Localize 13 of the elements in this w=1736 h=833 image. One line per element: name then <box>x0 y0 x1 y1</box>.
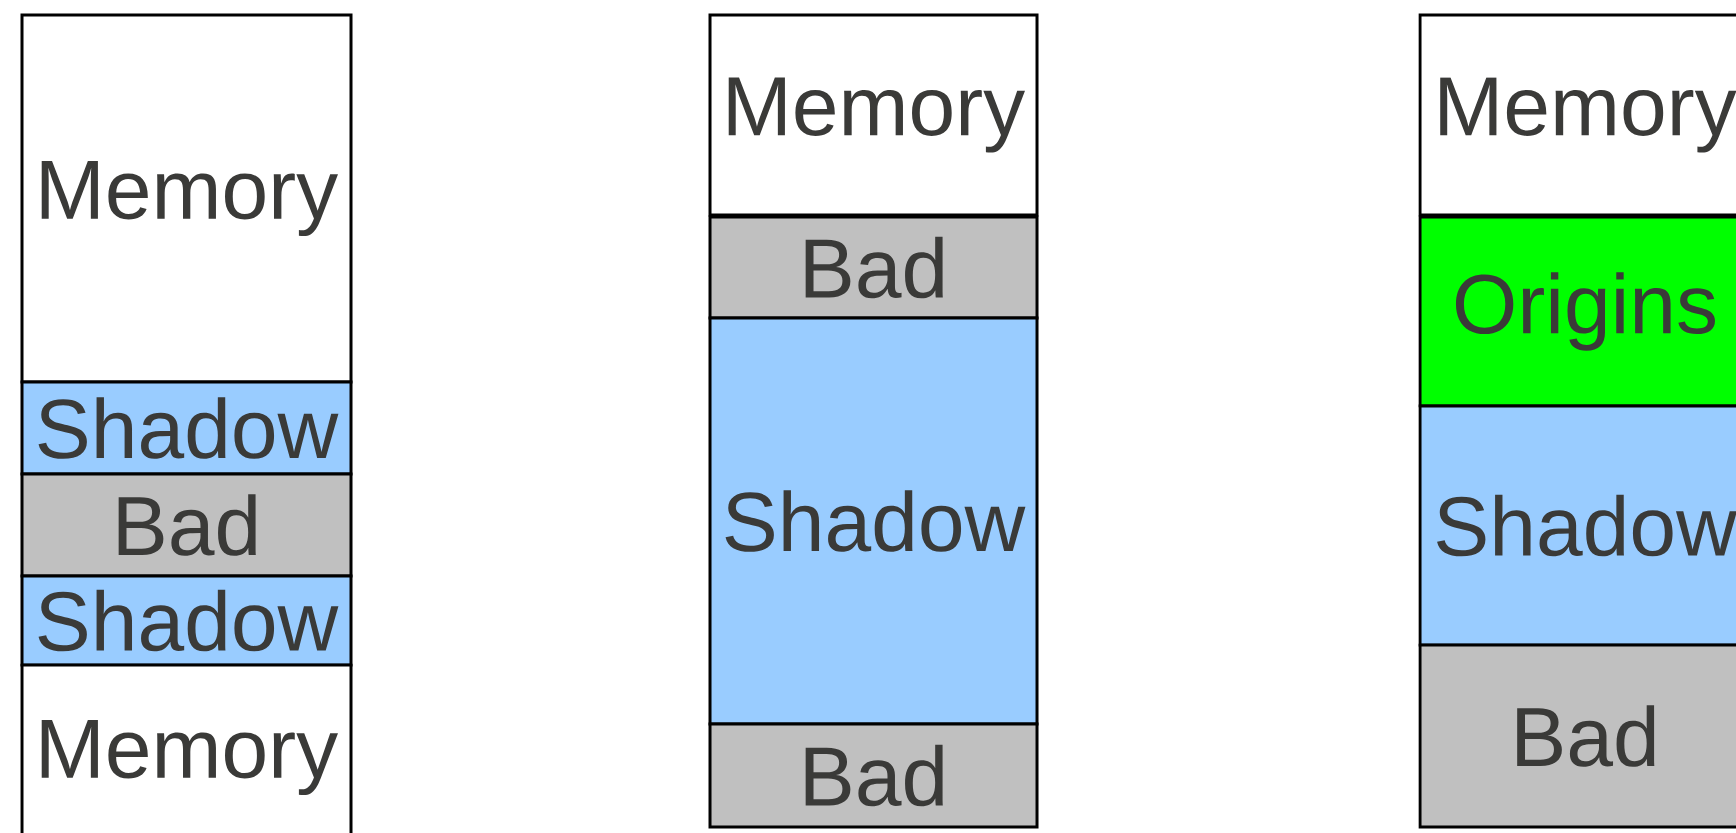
shadow-segment: Shadow <box>1418 404 1736 647</box>
shadow-segment: Shadow <box>708 316 1039 726</box>
bad-segment: Bad <box>708 215 1039 320</box>
bad-segment: Bad <box>708 722 1039 829</box>
bad-segment: Bad <box>20 472 353 578</box>
shadow-segment: Shadow <box>20 574 353 667</box>
origins-segment: Origins <box>1418 215 1736 408</box>
memory-segment: Memory <box>20 13 353 384</box>
memory-segment: Memory <box>20 663 353 833</box>
shadow-segment: Shadow <box>20 380 353 476</box>
bad-segment: Bad <box>1418 643 1736 829</box>
memory-segment: Memory <box>1418 13 1736 217</box>
memory-segment: Memory <box>708 13 1039 217</box>
